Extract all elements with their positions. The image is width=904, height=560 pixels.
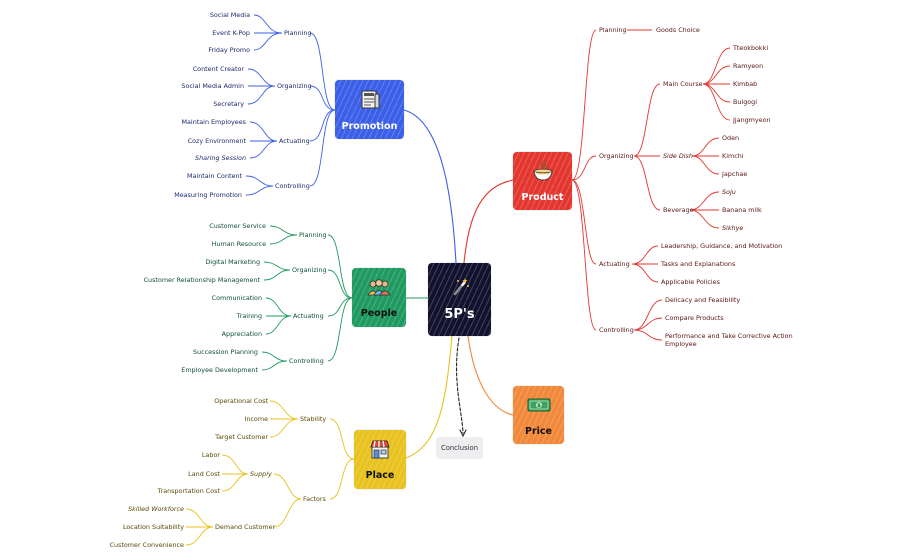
leaf-human-resource[interactable]: Human Resource [211,240,266,248]
leaf-employee-development[interactable]: Employee Development [181,366,258,374]
promotion-controlling[interactable]: Controlling [275,182,310,190]
promotion-label: Promotion [341,121,398,132]
leaf-cozy-environment[interactable]: Cozy Environment [187,137,246,145]
leaf-location-suitability[interactable]: Location Suitability [122,523,184,531]
leaf-ramyeon[interactable]: Ramyeon [733,62,764,70]
leaf-jjangmyeon[interactable]: Jjangmyeon [733,116,771,124]
product-organizing[interactable]: Organizing [599,152,634,160]
newspaper-icon [361,90,379,109]
place-supply[interactable]: Supply [250,470,272,478]
leaf-succession-planning[interactable]: Succession Planning [192,348,258,356]
leaf-event-kpop[interactable]: Event K-Pop [212,29,250,37]
leaf-customer-service[interactable]: Customer Service [209,222,266,230]
leaf-delicacy-feasibility[interactable]: Delicacy and Feasibility [665,296,741,304]
conclusion-node[interactable]: Conclusion [436,437,483,459]
leaf-income[interactable]: Income [244,415,268,423]
price-label: Price [525,426,552,437]
leaf-sharing-session[interactable]: Sharing Session [195,154,246,162]
people-organizing[interactable]: Organizing [292,266,327,274]
center-node[interactable]: 5P's [428,263,491,336]
product-beverage[interactable]: Beverage [663,206,694,214]
magic-wand-icon [453,278,469,296]
leaf-labor[interactable]: Labor [201,451,220,459]
promotion-organizing[interactable]: Organizing [277,82,312,90]
leaf-communication[interactable]: Communication [211,294,262,302]
leaf-training[interactable]: Training [236,312,262,320]
leaf-bulgogi[interactable]: Bulgogi [733,98,758,106]
leaf-applicable-policies[interactable]: Applicable Policies [661,278,720,286]
leaf-skilled-workforce[interactable]: Skilled Workforce [128,505,184,513]
leaf-social-media-admin[interactable]: Social Media Admin [181,82,244,90]
leaf-kimbab[interactable]: Kimbab [733,80,758,88]
leaf-goods-choice[interactable]: Goods Choice [656,26,700,34]
leaf-banana-milk[interactable]: Banana milk [722,206,762,214]
leaf-sikhye[interactable]: Sikhye [722,224,744,232]
product-main-course[interactable]: Main Course [663,80,703,88]
leaf-social-media[interactable]: Social Media [209,11,250,19]
leaf-content-creator[interactable]: Content Creator [192,65,244,73]
leaf-performance-corrective[interactable]: Performance and Take Corrective Action [665,332,793,340]
branch-product [463,179,514,264]
leaf-compare-products[interactable]: Compare Products [665,314,724,322]
place-stability[interactable]: Stability [300,415,327,423]
branch-conclusion [456,337,464,434]
place-label: Place [365,470,395,481]
branch-promotion [403,109,457,264]
leaf-operational-cost[interactable]: Operational Cost [214,397,268,405]
promotion-node[interactable]: Promotion [335,80,404,139]
people-planning[interactable]: Planning [299,231,327,239]
place-node[interactable]: Place [354,430,406,489]
product-node[interactable]: Product [513,152,572,210]
banknote-icon: $ [527,398,550,412]
product-label: Product [521,192,564,203]
leaf-land-cost[interactable]: Land Cost [188,470,220,478]
leaf-japchae[interactable]: Japchae [722,170,748,178]
product-side-dish[interactable]: Side Dish [663,152,693,160]
product-controlling[interactable]: Controlling [599,326,634,334]
leaf-crm[interactable]: Customer Relationship Management [143,276,260,284]
leaf-secretary[interactable]: Secretary [213,100,244,108]
people-label: People [360,308,398,319]
leaf-measuring-promotion[interactable]: Measuring Promotion [174,191,242,199]
leaf-tteokbokki[interactable]: Tteokbokki [733,44,769,52]
branch-place [405,335,453,459]
leaf-oden[interactable]: Oden [722,134,740,142]
branch-price [467,335,514,416]
promotion-planning[interactable]: Planning [284,29,312,37]
leaf-employee[interactable]: Employee [665,340,697,348]
leaf-friday-promo[interactable]: Friday Promo [208,46,250,54]
people-actuating[interactable]: Actuating [293,312,324,320]
place-demand[interactable]: Demand Customer [215,523,276,531]
product-planning[interactable]: Planning [599,26,627,34]
promotion-actuating[interactable]: Actuating [279,137,310,145]
leaf-leadership[interactable]: Leadership, Guidance, and Motivation [661,242,783,250]
leaf-target-customer[interactable]: Target Customer [215,433,268,441]
leaf-transportation-cost[interactable]: Transportation Cost [157,487,220,495]
leaf-tasks-explanations[interactable]: Tasks and Explanations [661,260,736,268]
people-controlling[interactable]: Controlling [289,357,324,365]
center-label: 5P's [444,307,475,322]
leaf-maintain-content[interactable]: Maintain Content [187,172,242,180]
svg-text:$: $ [537,403,541,409]
people-group-icon [367,279,391,296]
leaf-soju[interactable]: Soju [722,188,736,196]
noodle-bowl-icon [532,160,553,181]
leaf-kimchi[interactable]: Kimchi [722,152,744,160]
store-icon [370,440,390,459]
leaf-maintain-employees[interactable]: Maintain Employees [181,118,246,126]
leaf-digital-marketing[interactable]: Digital Marketing [205,258,260,266]
leaf-appreciation[interactable]: Appreciation [221,330,262,338]
product-actuating[interactable]: Actuating [599,260,630,268]
price-node[interactable]: $ Price [513,386,564,444]
leaf-customer-convenience[interactable]: Customer Convenience [109,541,184,549]
people-node[interactable]: People [352,268,406,327]
place-factors[interactable]: Factors [303,495,326,503]
